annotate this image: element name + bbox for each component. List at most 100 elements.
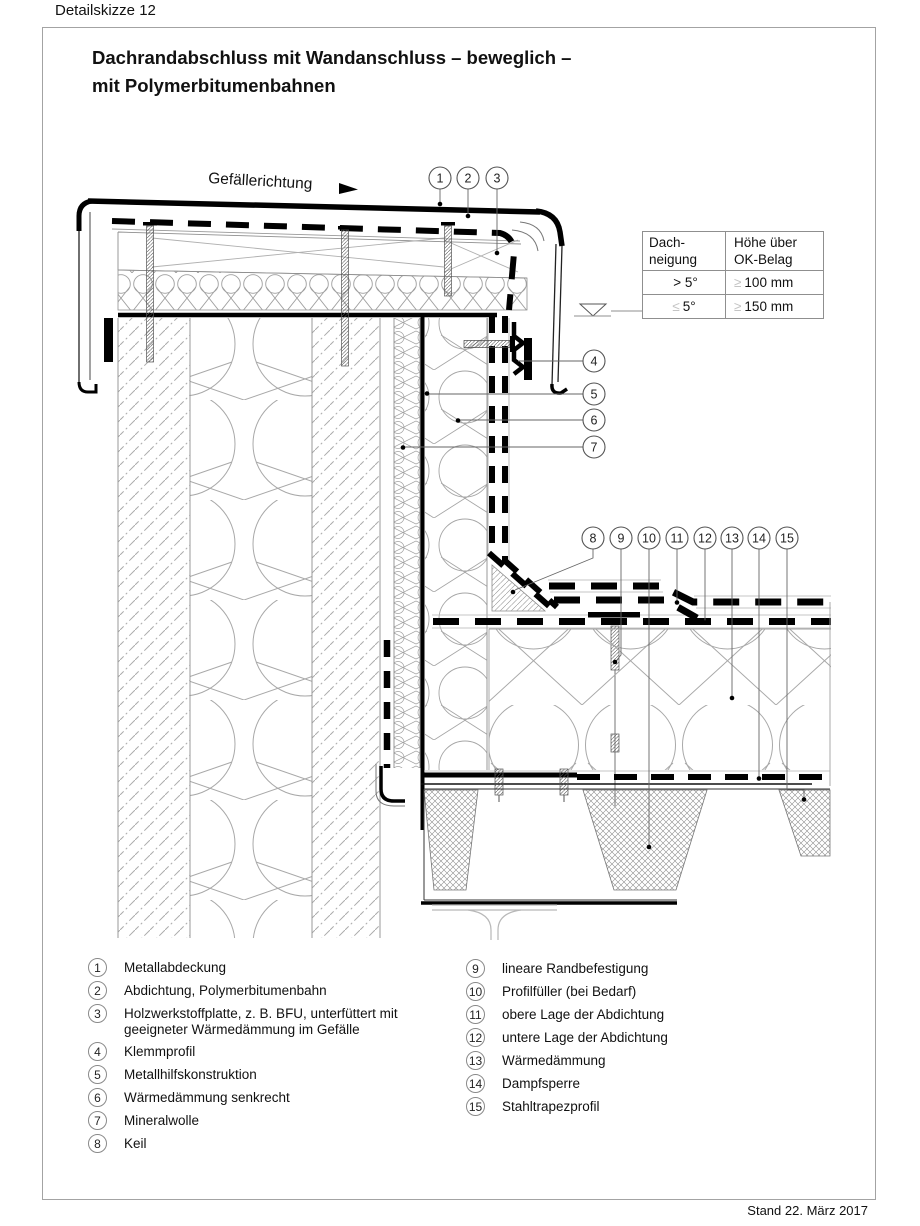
- legend-circle: 13: [466, 1051, 485, 1070]
- callout-1: 1: [437, 172, 444, 186]
- wall-hatch-left: [118, 318, 190, 938]
- legend-circle: 3: [88, 1004, 107, 1023]
- page-frame: [42, 27, 876, 1200]
- legend-label: Profilfüller (bei Bedarf): [502, 984, 637, 999]
- legend-label: obere Lage der Abdichtung: [502, 1007, 665, 1022]
- deck-rib: [778, 789, 831, 857]
- title-line-1: Dachrandabschluss mit Wandanschluss – be…: [92, 47, 572, 68]
- header-height-line2: OK-Belag: [734, 252, 793, 267]
- wall-hatch-right: [312, 318, 380, 938]
- callout-14: 14: [752, 532, 766, 546]
- legend-label: Dampfsperre: [502, 1076, 581, 1091]
- fastening-screws: [143, 222, 455, 367]
- table-header-height: Höhe über OK-Belag: [725, 231, 824, 271]
- legend-item: 10 Profilfüller (bei Bedarf): [466, 982, 806, 1001]
- legend-label: Klemmprofil: [124, 1044, 196, 1059]
- flashing-fixing-bar: [524, 338, 532, 380]
- header-slope-line1: Dach-: [649, 235, 686, 250]
- callout-5: 5: [591, 388, 598, 402]
- legend-label: Stahltrapezprofil: [502, 1099, 600, 1114]
- title-line-2: mit Polymerbitumenbahnen: [92, 75, 336, 96]
- legend-circle: 10: [466, 982, 485, 1001]
- height-value: 100 mm: [744, 275, 794, 290]
- screw-icon: [338, 226, 352, 367]
- legend-circle: 7: [88, 1111, 107, 1130]
- callout-3: 3: [494, 172, 501, 186]
- vertical-insulation: [425, 318, 487, 770]
- legend-label: Wärmedämmung: [502, 1053, 606, 1068]
- callout-10: 10: [642, 532, 656, 546]
- legend-circle: 11: [466, 1005, 485, 1024]
- legend-item: 4 Klemmprofil: [88, 1042, 448, 1061]
- legend-label: Metallhilfskonstruktion: [124, 1067, 257, 1082]
- wall-insulation-core: [190, 318, 312, 938]
- membrane-terminal-bar: [104, 318, 113, 362]
- legend-item: 7 Mineralwolle: [88, 1111, 448, 1130]
- callout-9: 9: [618, 532, 625, 546]
- wall-section: [104, 316, 577, 938]
- metal-coping: [76, 198, 568, 395]
- legend-left-column: 1 Metallabdeckung 2 Abdichtung, Polymerb…: [88, 958, 448, 1153]
- corner-flashing: [379, 766, 405, 803]
- callout-12: 12: [698, 532, 712, 546]
- table-header-slope: Dach- neigung: [642, 231, 726, 271]
- legend-circle: 2: [88, 981, 107, 1000]
- screw-icon: [143, 222, 157, 363]
- slope-arrow-icon: [339, 183, 358, 194]
- deck-rib: [582, 789, 708, 891]
- legend-item: 15 Stahltrapezprofil: [466, 1097, 806, 1116]
- legend-item: 6 Wärmedämmung senkrecht: [88, 1088, 448, 1107]
- legend-item: 3 Holzwerkstoffplatte, z. B. BFU, unterf…: [88, 1004, 448, 1038]
- legend-label: Metallabdeckung: [124, 960, 227, 975]
- legend-item: 5 Metallhilfskonstruktion: [88, 1065, 448, 1084]
- callout-7: 7: [591, 441, 598, 455]
- legend-circle: 5: [88, 1065, 107, 1084]
- sloped-insulation-band: [117, 269, 528, 318]
- legend-label: Abdichtung, Polymerbitumenbahn: [124, 983, 327, 998]
- slope-direction: Gefällerichtung: [208, 170, 358, 194]
- legend-item: 1 Metallabdeckung: [88, 958, 448, 977]
- steel-beam: [432, 904, 557, 940]
- callout-15: 15: [780, 532, 794, 546]
- legend-circle: 14: [466, 1074, 485, 1093]
- roof-insulation: [488, 602, 831, 786]
- table-row: ≤5° ≥150 mm: [642, 294, 824, 319]
- deck-screw-icon: [494, 768, 504, 796]
- legend-item: 8 Keil: [88, 1134, 448, 1153]
- legend-item: 12 untere Lage der Abdichtung: [466, 1028, 806, 1047]
- legend-circle: 4: [88, 1042, 107, 1061]
- gte-glyph: ≥: [734, 299, 742, 314]
- mineral-wool-strip: [394, 318, 420, 768]
- slope-direction-label: Gefällerichtung: [208, 170, 313, 193]
- datum-symbol: [574, 303, 642, 317]
- document-label: Detailskizze 12: [55, 2, 156, 19]
- callout-4: 4: [591, 355, 598, 369]
- leader-dots: [400, 201, 807, 850]
- page-title: Dachrandabschluss mit Wandanschluss – be…: [92, 44, 571, 100]
- legend-label: Wärmedämmung senkrecht: [124, 1090, 290, 1105]
- clamp-screw-icon: [463, 340, 511, 348]
- legend-circle: 8: [88, 1134, 107, 1153]
- legend-item: 14 Dampfsperre: [466, 1074, 806, 1093]
- deck-rib: [423, 789, 479, 891]
- legend-circle: 9: [466, 959, 485, 978]
- legend-circle: 6: [88, 1088, 107, 1107]
- slope-height-table: Dach- neigung Höhe über OK-Belag > 5° ≥1…: [642, 231, 824, 319]
- legend-circle: 15: [466, 1097, 485, 1116]
- callout-11: 11: [671, 532, 684, 546]
- legend-label: Mineralwolle: [124, 1113, 200, 1128]
- callout-2: 2: [465, 172, 472, 186]
- deck-screw-icon: [559, 768, 569, 796]
- callouts: 1 2 3 4 5 6 7 8 9 10 11 12 13 14 15: [400, 166, 807, 850]
- legend-item: 2 Abdichtung, Polymerbitumenbahn: [88, 981, 448, 1000]
- legend-item: 9 lineare Randbefestigung: [466, 959, 806, 978]
- slope-value: > 5°: [673, 275, 698, 290]
- lte-glyph: ≤: [672, 299, 680, 314]
- legend-label: lineare Randbefestigung: [502, 961, 649, 976]
- roof-membrane-top: [111, 218, 521, 560]
- header-slope-line2: neigung: [649, 252, 698, 267]
- upper-membrane-layer: [549, 582, 831, 606]
- callout-6: 6: [591, 414, 598, 428]
- header-height-line1: Höhe über: [734, 235, 798, 250]
